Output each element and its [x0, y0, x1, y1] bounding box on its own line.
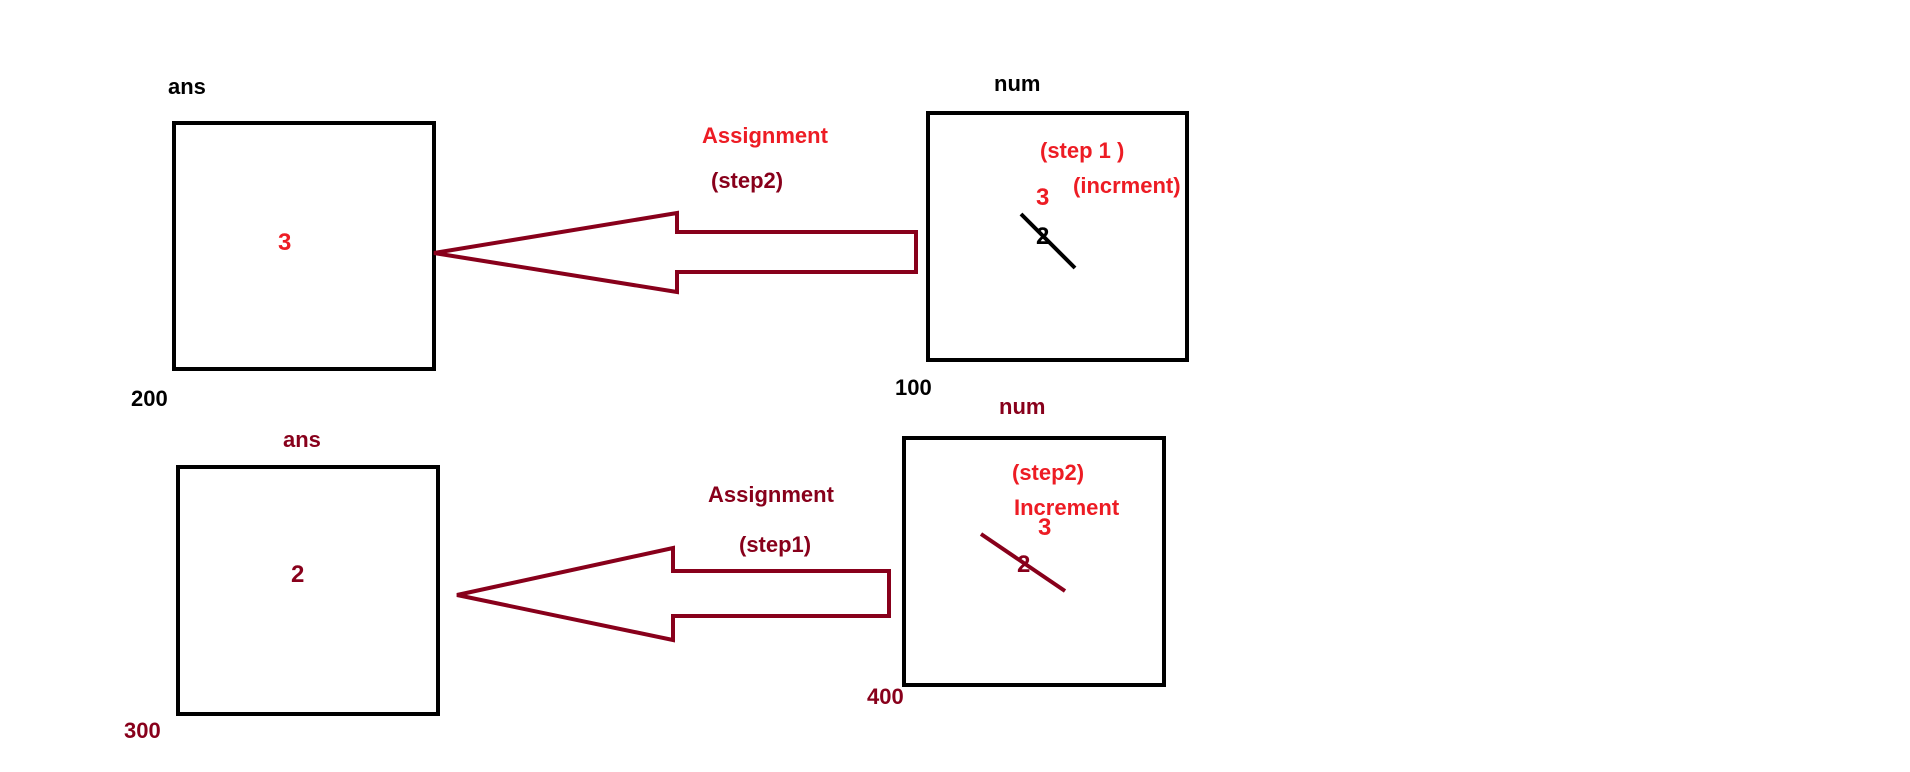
top-assignment-arrow — [433, 210, 918, 295]
top-num-address: 100 — [895, 375, 932, 400]
bottom-ans-value: 2 — [291, 561, 304, 588]
top-ans-box — [172, 121, 436, 371]
bottom-assignment-arrow — [456, 545, 891, 643]
top-num-note: (incrment) — [1073, 173, 1181, 198]
bottom-num-box — [902, 436, 1166, 687]
bottom-num-new-value: 3 — [1038, 514, 1051, 541]
top-num-box — [926, 111, 1189, 362]
top-arrow-title: Assignment — [702, 123, 829, 148]
top-strikethrough — [1019, 212, 1077, 270]
bottom-arrow-title: Assignment — [708, 482, 835, 507]
top-ans-value: 3 — [278, 229, 291, 256]
bottom-num-label: num — [999, 394, 1045, 419]
bottom-num-address: 400 — [867, 684, 904, 709]
top-num-step: (step 1 ) — [1040, 138, 1124, 163]
bottom-ans-address: 300 — [124, 718, 161, 743]
bottom-ans-box — [176, 465, 440, 716]
bottom-strikethrough — [979, 532, 1067, 593]
top-arrow-step: (step2) — [711, 168, 783, 193]
bottom-ans-label: ans — [283, 427, 321, 452]
top-num-label: num — [994, 71, 1040, 96]
bottom-num-note: Increment — [1014, 495, 1120, 520]
top-num-new-value: 3 — [1036, 184, 1049, 211]
bottom-arrow-step: (step1) — [739, 532, 811, 557]
top-ans-label: ans — [168, 74, 206, 99]
top-ans-address: 200 — [131, 386, 168, 411]
bottom-num-step: (step2) — [1012, 460, 1084, 485]
